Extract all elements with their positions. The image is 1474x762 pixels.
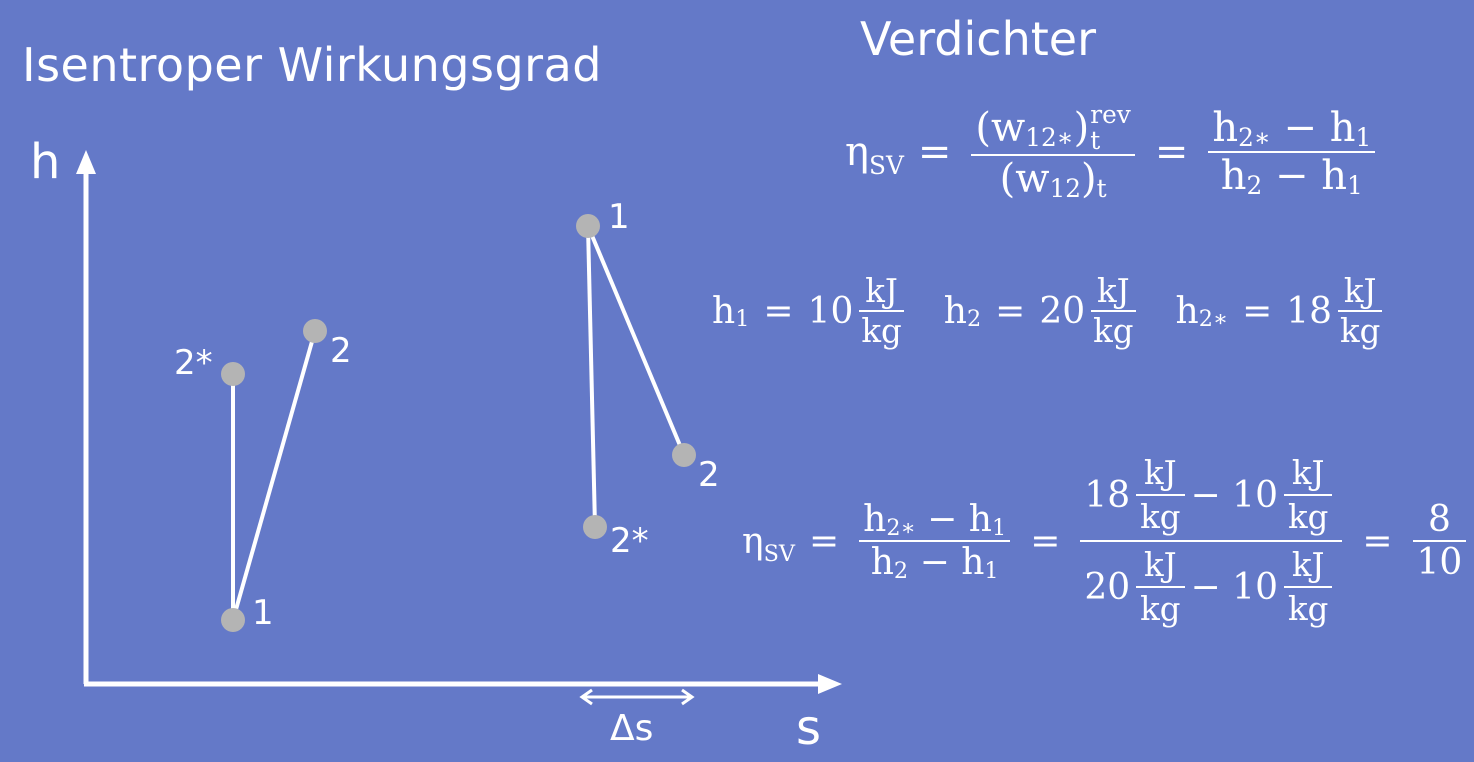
y-axis-arrow [76,150,96,174]
slide-title: Isentroper Wirkungsgrad [22,38,602,92]
result-fraction: 8 10 [1412,499,1467,583]
right-point-1-label: 1 [608,197,630,237]
right-point-2 [672,443,696,467]
left-real-line [231,330,317,621]
eta-symbol: ηSV [845,129,904,181]
right-real-line [586,225,686,456]
y-axis-label: h [30,134,60,190]
left-point-2 [303,319,327,343]
slide-subtitle: Verdichter [860,12,1096,66]
right-point-2s-label: 2* [610,521,649,561]
delta-s-arrowhead-left [579,688,593,706]
left-point-2s-label: 2* [174,343,213,383]
equals-sign: = [917,129,952,176]
x-axis-arrow [818,674,842,694]
x-axis-label: s [796,700,821,756]
eta-symbol: ηSV [742,520,795,567]
left-point-2s [221,362,245,386]
delta-s-label: Δs [610,708,653,749]
right-point-2s [583,515,607,539]
equals-sign: = [1154,129,1189,176]
left-point-1 [221,608,245,632]
left-point-1-label: 1 [252,593,274,633]
right-isentropic-line [586,225,597,528]
right-point-2-label: 2 [698,455,720,495]
left-point-2-label: 2 [330,331,352,371]
delta-s-arrowhead-right [681,688,695,706]
right-point-1 [576,214,600,238]
